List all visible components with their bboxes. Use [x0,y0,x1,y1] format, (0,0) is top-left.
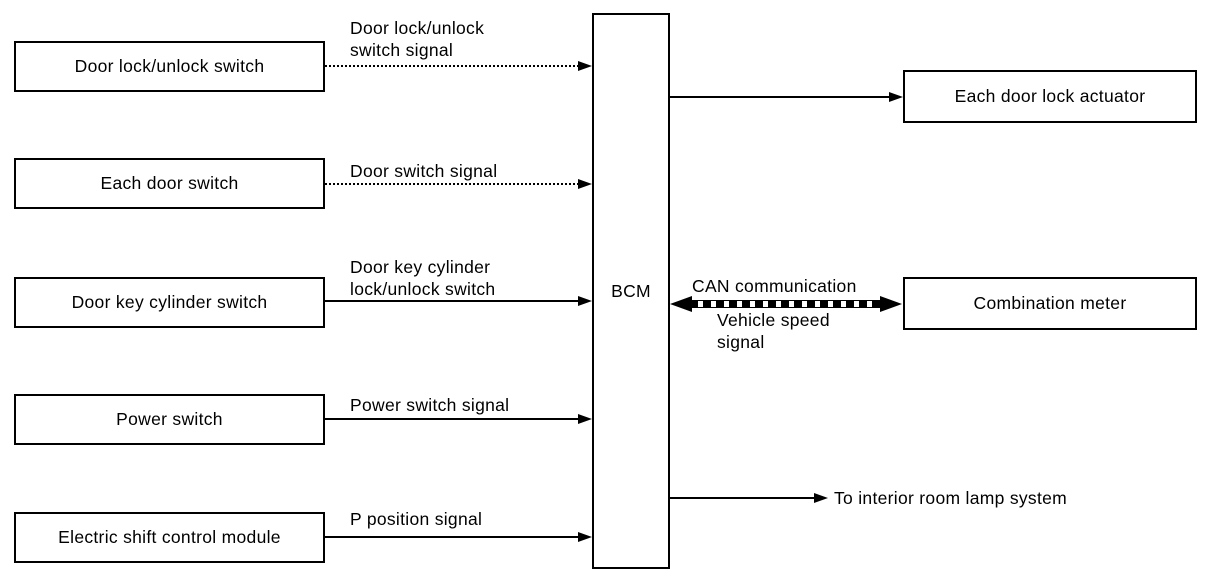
signal-label-power-switch: Power switch signal [350,395,510,415]
signal-label-door-switch: Door switch signal [350,161,498,181]
connector-door-lock-actuator-line [670,96,890,98]
connector-door-key-cylinder-line [325,300,579,302]
can-communication-label: CAN communication [692,276,857,296]
signal-label-door-key-cylinder: Door key cylinder lock/unlock switch [350,257,496,299]
vehicle-speed-signal-label: Vehicle speed signal [717,310,830,352]
connector-door-switch-signal-line [325,183,579,185]
input-box-label: Door key cylinder switch [71,292,268,312]
arrowhead-left-icon [670,296,692,312]
output-box-combination-meter: Combination meter [903,277,1197,330]
input-box-electric-shift-control-module: Electric shift control module [14,512,325,563]
arrowhead-right-icon [880,296,902,312]
can-communication-link-line [690,300,882,308]
arrowhead-right-icon [578,179,592,189]
bcm-box: BCM [592,13,670,569]
input-box-door-lock-unlock-switch: Door lock/unlock switch [14,41,325,92]
input-box-each-door-switch: Each door switch [14,158,325,209]
input-box-label: Each door switch [100,173,239,193]
interior-lamp-note: To interior room lamp system [834,488,1068,508]
output-box-label: Each door lock actuator [954,86,1146,106]
connector-interior-lamp-line [670,497,816,499]
arrowhead-right-icon [578,296,592,306]
input-box-power-switch: Power switch [14,394,325,445]
connector-door-lock-unlock-signal-line [325,65,579,67]
arrowhead-right-icon [578,532,592,542]
arrowhead-right-icon [814,493,828,503]
arrowhead-right-icon [578,414,592,424]
bcm-label: BCM [611,280,651,301]
arrowhead-right-icon [578,61,592,71]
connector-p-position-signal-line [325,536,579,538]
signal-label-p-position: P position signal [350,509,483,529]
connector-power-switch-signal-line [325,418,579,420]
input-box-label: Door lock/unlock switch [74,56,265,76]
input-box-door-key-cylinder-switch: Door key cylinder switch [14,277,325,328]
input-box-label: Electric shift control module [58,527,281,547]
input-box-label: Power switch [116,409,223,429]
signal-label-door-lock-unlock: Door lock/unlock switch signal [350,18,485,60]
arrowhead-right-icon [889,92,903,102]
output-box-each-door-lock-actuator: Each door lock actuator [903,70,1197,123]
output-box-label: Combination meter [973,293,1127,313]
